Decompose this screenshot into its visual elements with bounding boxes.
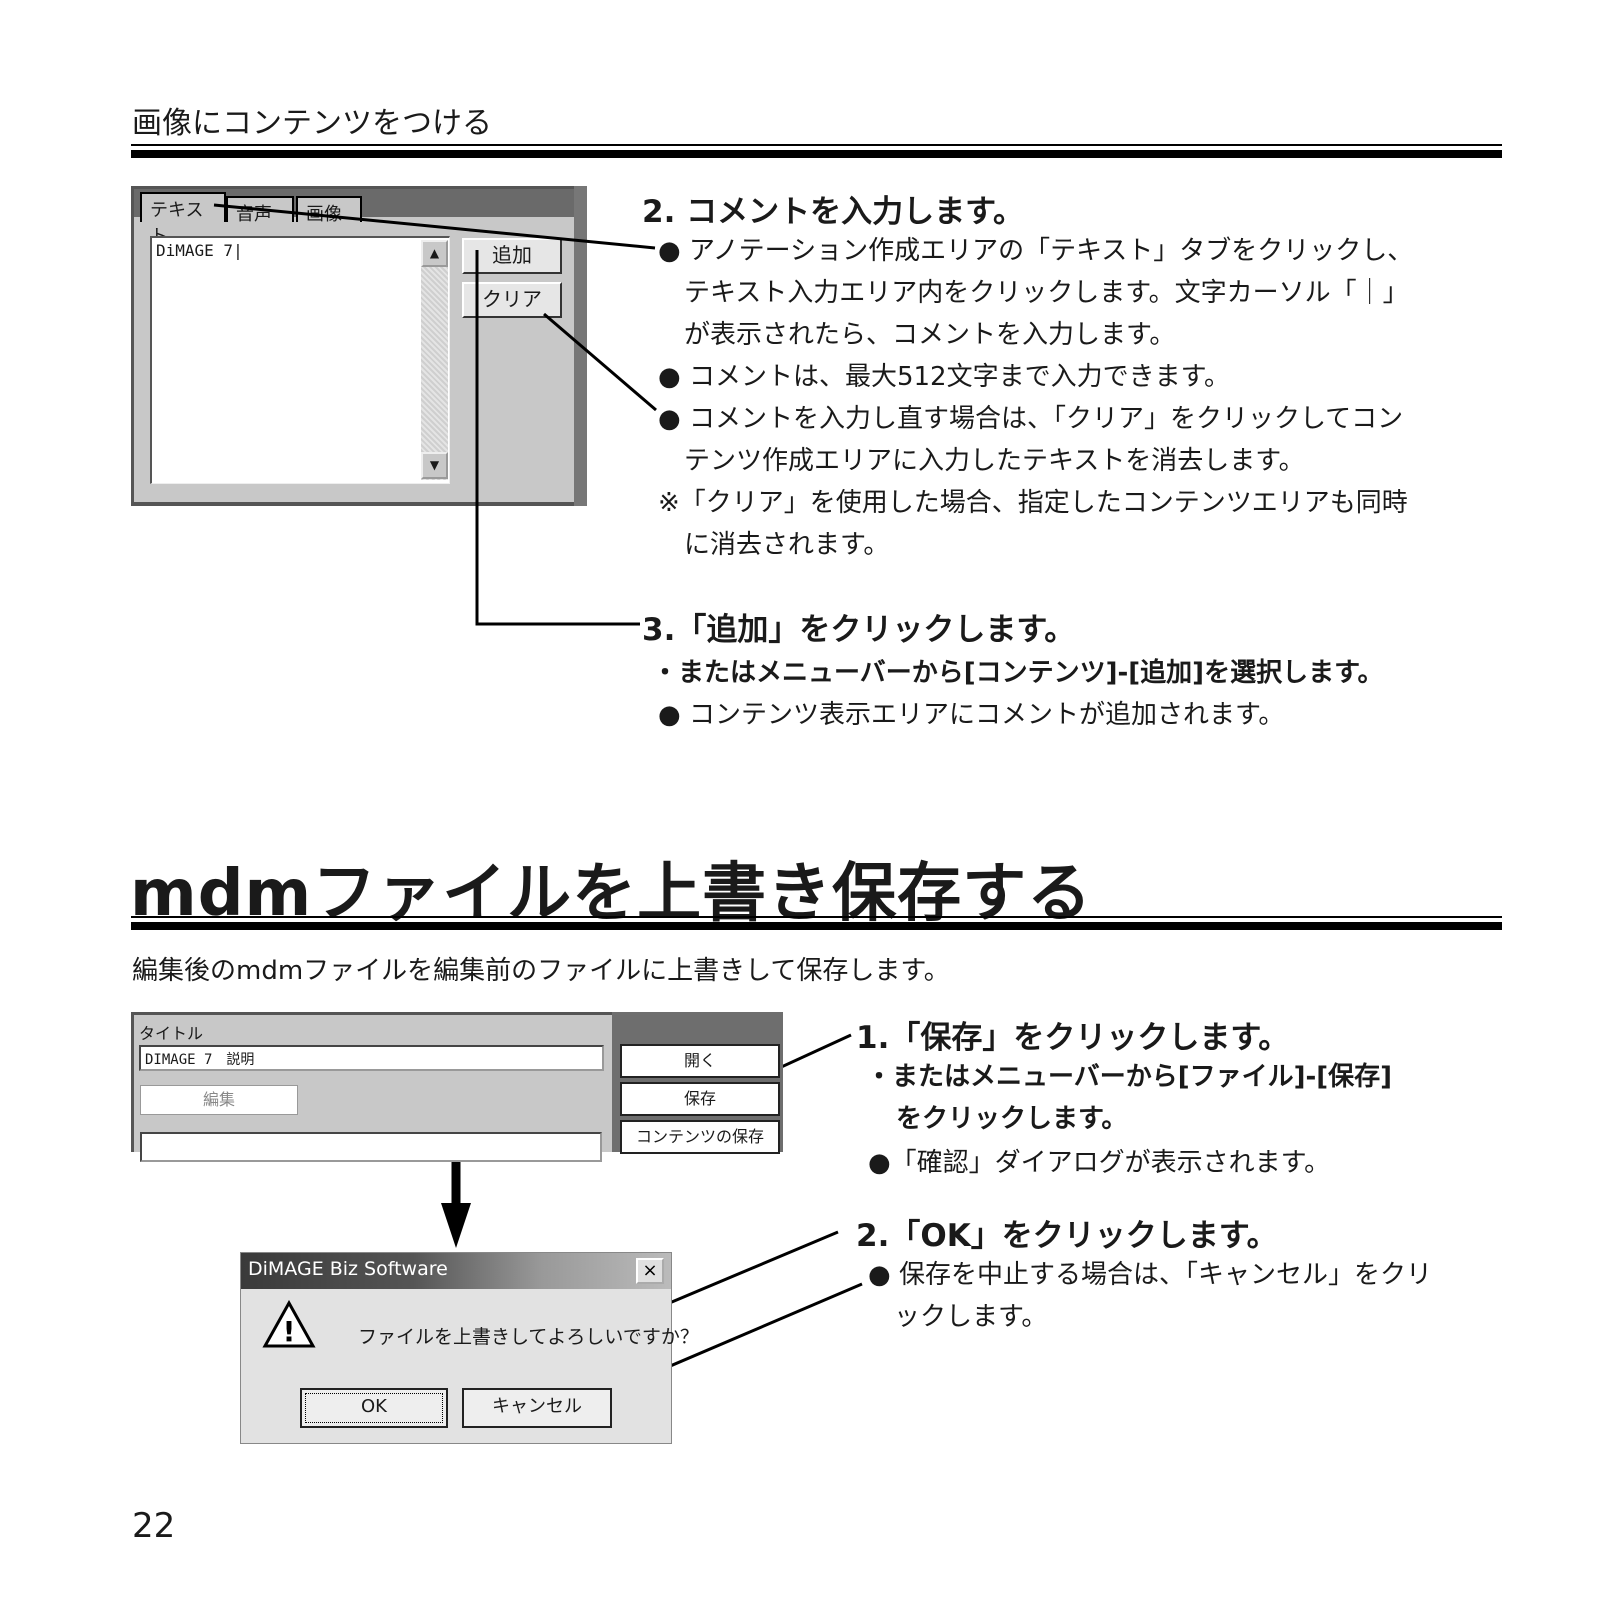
step2-line: ● コメントは、最大512文字まで入力できます。 <box>658 362 1230 392</box>
add-button[interactable]: 追加 <box>462 238 562 274</box>
edit-button[interactable]: 編集 <box>140 1085 298 1115</box>
step2-line: ● コメントを入力し直す場合は、「クリア」をクリックしてコン <box>658 404 1404 434</box>
title-field[interactable]: DIMAGE 7 説明 <box>139 1045 604 1071</box>
page-number: 22 <box>132 1506 176 1546</box>
warning-icon: ! <box>262 1300 316 1348</box>
callout-text-tab <box>213 203 656 250</box>
overwrite-rule-thin <box>131 916 1502 918</box>
step2-line: が表示されたら、コメントを入力します。 <box>684 320 1176 350</box>
save-step2-note: ● 保存を中止する場合は、「キャンセル」をクリ <box>868 1260 1432 1290</box>
step2-body: ● アノテーション作成エリアの「テキスト」タブをクリックし、 テキスト入力エリア… <box>658 230 1413 566</box>
scroll-down-icon[interactable]: ▼ <box>421 452 448 479</box>
cancel-button[interactable]: キャンセル <box>462 1388 612 1428</box>
step2-heading: 2. コメントを入力します。 <box>642 194 1025 230</box>
save-step1-menu-alt: ・またはメニューバーから[ファイル]-[保存] <box>866 1062 1393 1092</box>
ok-button[interactable]: OK <box>300 1388 448 1428</box>
step2-line: テキスト入力エリア内をクリックします。文字カーソル「｜」 <box>684 278 1409 308</box>
step2-line: ● アノテーション作成エリアの「テキスト」タブをクリックし、 <box>658 236 1414 266</box>
section-rule-thick <box>131 150 1502 158</box>
section-rule-thin <box>131 144 1502 146</box>
save-step1-heading: 1.「保存」をクリックします。 <box>856 1020 1290 1056</box>
overwrite-intro: 編集後のmdmファイルを編集前のファイルに上書きして保存します。 <box>132 956 950 986</box>
callout-add <box>475 250 640 626</box>
clear-button[interactable]: クリア <box>462 282 562 318</box>
step2-line: テンツ作成エリアに入力したテキストを消去します。 <box>684 446 1305 476</box>
section-title: 画像にコンテンツをつける <box>132 106 492 141</box>
scroll-up-icon[interactable]: ▲ <box>421 240 448 267</box>
step3-heading: 3.「追加」をクリックします。 <box>642 612 1076 648</box>
title-label: タイトル <box>139 1024 204 1043</box>
dialog-title: DiMAGE Biz Software <box>248 1258 448 1280</box>
dialog-message: ファイルを上書きしてよろしいですか？ <box>358 1326 699 1348</box>
comment-scrollbar[interactable] <box>421 240 448 480</box>
comment-text-area[interactable]: DiMAGE 7| <box>150 236 450 484</box>
warning-symbol: ! <box>283 1315 296 1348</box>
overwrite-title: mdmファイルを上書き保存する <box>130 857 1093 931</box>
step3-note: ● コンテンツ表示エリアにコメントが追加されます。 <box>658 700 1285 730</box>
save-step1-menu-alt-cont: をクリックします。 <box>896 1104 1128 1134</box>
step2-line: に消去されます。 <box>684 530 890 560</box>
save-step2-heading: 2.「OK」をクリックします。 <box>856 1218 1278 1254</box>
step2-line: ※「クリア」を使用した場合、指定したコンテンツエリアも同時 <box>658 488 1408 518</box>
save-step2-note-cont: ックします。 <box>894 1302 1048 1332</box>
down-arrow-head <box>441 1203 471 1248</box>
callout-clear <box>543 312 657 412</box>
dialog-titlebar <box>241 1253 671 1289</box>
open-button[interactable]: 開く <box>620 1044 780 1078</box>
thumbnail-area <box>140 1132 602 1162</box>
save-button[interactable]: 保存 <box>620 1082 780 1116</box>
close-icon[interactable]: × <box>636 1258 664 1284</box>
save-contents-button[interactable]: コンテンツの保存 <box>620 1120 780 1154</box>
overwrite-rule-thick <box>131 922 1502 930</box>
step3-menu-alt: ・またはメニューバーから[コンテンツ]-[追加]を選択します。 <box>652 658 1384 688</box>
save-step1-note: ●「確認」ダイアログが表示されます。 <box>868 1148 1331 1178</box>
